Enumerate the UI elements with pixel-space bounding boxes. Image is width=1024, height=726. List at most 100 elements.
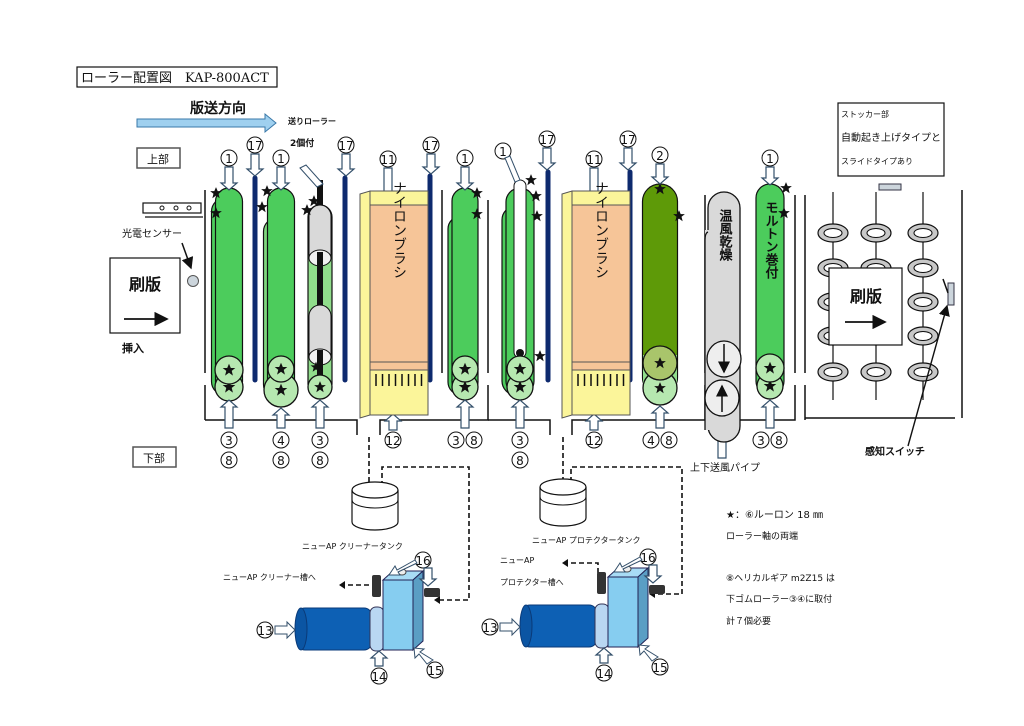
roller-1	[210, 187, 244, 402]
protector-tank-label: ニューAP プロテクタータンク	[532, 536, 641, 545]
up-arrow-icon	[650, 405, 670, 429]
callout-circle	[256, 621, 274, 639]
stacker-ring-hole	[913, 227, 933, 239]
roller-2	[262, 187, 299, 408]
up-arrow-icon	[510, 399, 530, 429]
legend-gear-note-1: ⑧ヘリカルギア m2Z15 は	[726, 573, 835, 584]
up-arrow-icon	[383, 413, 403, 431]
callout-circle	[220, 149, 238, 167]
callout-circle	[585, 431, 603, 449]
frame-lines	[204, 190, 963, 435]
pump-body-side	[412, 569, 424, 652]
callout-circle	[220, 451, 238, 469]
callout-number: 16	[415, 554, 430, 568]
stacker-ring-hole	[913, 330, 933, 342]
callout-number: 3	[316, 434, 324, 448]
right-arrow-icon	[274, 620, 296, 640]
callout-circle	[770, 431, 788, 449]
callout-circle	[384, 431, 402, 449]
star-icon	[534, 350, 546, 362]
callout-circle	[660, 431, 678, 449]
callout-number: 16	[640, 551, 655, 565]
callout-number: 17	[620, 133, 635, 147]
pump-body	[382, 579, 414, 651]
warm-air-dryer: 温風乾燥	[704, 191, 742, 443]
direction-label: 版送方向	[190, 100, 246, 117]
callout-number: 11	[380, 153, 395, 167]
feed-roller-note-1: 送りローラー	[287, 116, 336, 126]
callout-circle	[311, 431, 329, 449]
callout-number: 14	[596, 667, 611, 681]
callout-number: 13	[257, 624, 272, 638]
callout-circle	[642, 431, 660, 449]
down-arrow-icon	[336, 153, 356, 177]
pump-ring	[594, 603, 610, 649]
callout-number: 3	[516, 434, 524, 448]
rod-end	[516, 349, 524, 357]
diagonal-arrow-icon	[613, 556, 643, 573]
callout-number: 1	[277, 152, 285, 166]
callout-circle	[426, 661, 444, 679]
callout-circle	[246, 136, 264, 154]
sensor-bar	[142, 202, 203, 218]
photo-sensor-icon	[187, 275, 199, 287]
plate-insert-box: 刷版	[109, 257, 181, 334]
down-arrow-icon	[643, 564, 663, 584]
right-arrow-icon	[499, 617, 521, 637]
callout-number: 4	[647, 434, 655, 448]
pump-motor-end	[519, 604, 533, 648]
down-arrow-icon	[418, 567, 438, 587]
plate-label: 刷版	[129, 275, 161, 294]
callout-number: 8	[470, 434, 478, 448]
callout-circle	[337, 136, 355, 154]
callout-number: 8	[516, 454, 524, 468]
stacker-indicator	[878, 183, 902, 191]
stacker-ring-hole	[866, 366, 886, 378]
up-arrow-icon	[760, 399, 780, 429]
air-pipe-label: 上下送風パイプ	[690, 461, 760, 474]
cleaner-tank-label: ニューAP クリーナータンク	[302, 542, 403, 551]
feed-roller-pointer-icon	[299, 164, 324, 188]
callout-number: 8	[775, 434, 783, 448]
callout-circle	[752, 431, 770, 449]
callout-circle	[494, 142, 512, 160]
star-icon	[256, 201, 268, 213]
down-arrow-icon	[245, 153, 265, 177]
callout-circle	[595, 664, 613, 682]
up-arrow-icon	[310, 399, 330, 429]
pump-body-side	[637, 566, 649, 649]
callout-number: 15	[652, 661, 667, 675]
pump-motor	[296, 607, 373, 651]
callout-number: 3	[225, 434, 233, 448]
roller-5	[501, 179, 535, 401]
callout-circle	[272, 149, 290, 167]
photo-sensor-label: 光電センサー	[122, 227, 182, 240]
stacker-ring-hole	[913, 262, 933, 274]
up-arrow-icon	[219, 399, 239, 429]
detect-switch-label: 感知スイッチ	[865, 445, 925, 458]
stacker-ring-hole	[866, 227, 886, 239]
inner-rod	[513, 179, 527, 359]
feed-roller-shaft	[317, 252, 323, 302]
callout-circle	[370, 667, 388, 685]
protector-tank	[539, 478, 587, 527]
callout-number: 17	[539, 133, 554, 147]
up-arrow-icon	[369, 650, 389, 667]
down-arrow-icon	[219, 166, 239, 191]
upper-label: 上部	[147, 152, 169, 166]
legend-gear-note-2: 下ゴムローラー③④に取付	[726, 593, 832, 605]
roller-7: モルトン巻付	[755, 183, 785, 400]
callout-number: 1	[225, 152, 233, 166]
callout-number: 4	[277, 434, 285, 448]
feed-roller-note-2: 2個付	[290, 137, 314, 149]
legend-star-note-2: ローラー軸の両端	[726, 530, 798, 542]
up-arrow-icon	[584, 413, 604, 431]
callout-circle	[761, 149, 779, 167]
stacker-note-3: スライドタイプあり	[841, 157, 913, 166]
callout-number: 3	[757, 434, 765, 448]
down-arrow-icon	[271, 166, 291, 191]
legend-gear-note-3: 計７個必要	[726, 615, 771, 627]
molton-label: モルトン巻付	[763, 201, 780, 280]
pump-ring	[369, 606, 385, 652]
pump-inlet-fitting	[649, 585, 665, 594]
